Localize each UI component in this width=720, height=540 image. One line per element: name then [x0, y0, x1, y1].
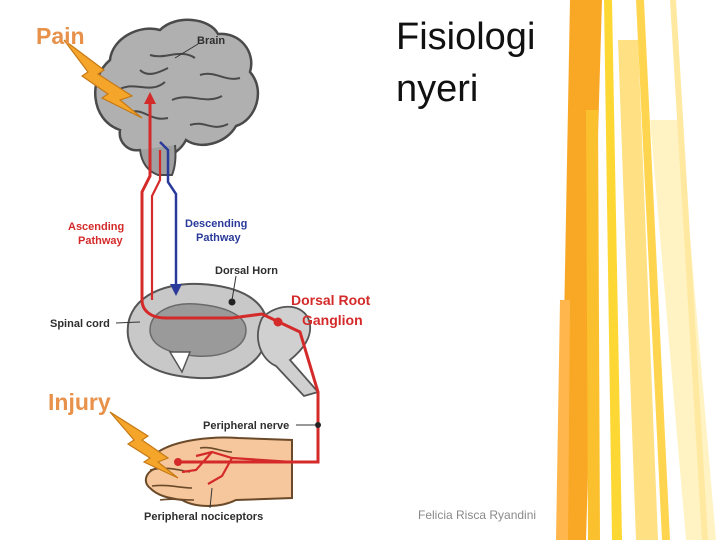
pain-pathway-diagram: Pain Brain Ascending Pathway Descending …	[36, 18, 371, 523]
descending-label-line1: Descending	[185, 218, 247, 230]
ascending-pathway-line	[140, 100, 320, 464]
dorsal-root-label-line2: Ganglion	[302, 312, 363, 328]
slide-title-line-1: Fisiologi	[396, 16, 536, 58]
ascending-label-line2: Pathway	[78, 235, 124, 247]
dorsal-horn-leader-line	[231, 275, 237, 301]
slide-title-line-2: nyeri	[396, 68, 479, 110]
brain-leader-line	[174, 43, 199, 59]
spinal-cord-leader-line	[115, 321, 141, 324]
pain-label: Pain	[36, 23, 85, 49]
stripe-5	[636, 0, 670, 540]
pain-bolt-icon	[63, 39, 143, 119]
spinal-cord-label: Spinal cord	[50, 318, 110, 330]
nociceptor-dot	[174, 458, 182, 466]
dorsal-root-label-line1: Dorsal Root	[291, 292, 371, 308]
nerve-branches	[181, 450, 293, 485]
injury-label: Injury	[48, 389, 111, 415]
dorsal-root-ganglion-dot	[273, 317, 283, 327]
ascending-label-line1: Ascending	[68, 221, 124, 233]
peripheral-nerve-dot	[315, 422, 321, 428]
brain-label: Brain	[197, 35, 225, 47]
ascending-pathway-line-2	[150, 150, 162, 300]
descending-pathway-line	[159, 141, 178, 286]
peripheral-nociceptors-label: Peripheral nociceptors	[144, 511, 263, 523]
nociceptor-leader-line	[209, 487, 213, 509]
slide-footer-author: Felicia Risca Ryandini	[418, 508, 537, 522]
stripe-3	[604, 0, 622, 540]
peripheral-nerve-label: Peripheral nerve	[203, 420, 289, 432]
descending-label-line2: Pathway	[196, 232, 242, 244]
ascending-arrow-up	[144, 92, 156, 104]
stripe-8	[556, 300, 570, 540]
stripe-2	[586, 110, 600, 540]
stripe-7	[670, 0, 708, 540]
hand-illustration	[144, 436, 293, 507]
dorsal-horn-label: Dorsal Horn	[215, 265, 278, 277]
spinal-cord-section	[126, 282, 270, 380]
decorative-stripes	[556, 0, 716, 540]
dorsal-horn-synapse	[228, 298, 236, 306]
injury-bolt-icon	[109, 411, 179, 479]
stripe-4	[618, 40, 658, 540]
dorsal-root-bundle	[257, 305, 320, 398]
descending-arrow-down	[170, 284, 182, 296]
